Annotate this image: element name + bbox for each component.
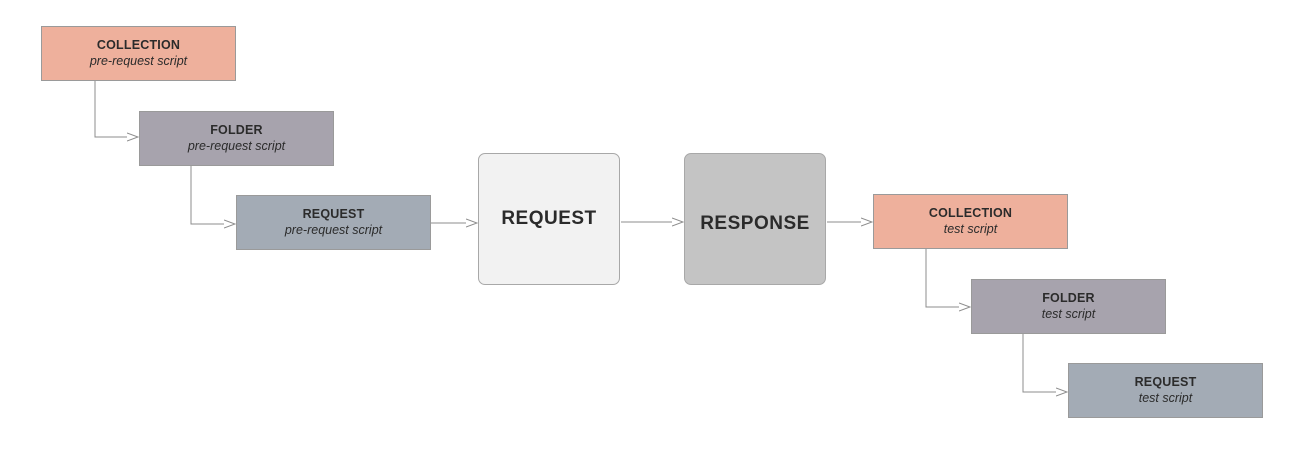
node-subtitle: pre-request script	[187, 139, 286, 153]
node-label: RESPONSE	[700, 213, 810, 234]
connector-folder-to-request-pre	[190, 166, 235, 224]
node-title: FOLDER	[210, 123, 263, 137]
folder-test-script-node: FOLDER test script	[971, 279, 1166, 334]
node-title: COLLECTION	[96, 38, 181, 52]
node-subtitle: test script	[943, 222, 998, 236]
node-title: FOLDER	[1042, 291, 1095, 305]
connector-folder-to-request-test	[1022, 334, 1067, 392]
collection-pre-request-script-node: COLLECTION pre-request script	[41, 26, 236, 81]
connector-collection-to-folder-test	[925, 249, 970, 307]
node-subtitle: pre-request script	[284, 223, 383, 237]
node-title: REQUEST	[302, 207, 365, 221]
node-subtitle: pre-request script	[89, 54, 188, 68]
collection-test-script-node: COLLECTION test script	[873, 194, 1068, 249]
response-node: RESPONSE	[684, 153, 826, 285]
connector-collection-to-folder-pre	[94, 81, 138, 137]
request-test-script-node: REQUEST test script	[1068, 363, 1263, 418]
node-subtitle: test script	[1138, 391, 1193, 405]
folder-pre-request-script-node: FOLDER pre-request script	[139, 111, 334, 166]
node-subtitle: test script	[1041, 307, 1096, 321]
node-title: REQUEST	[1134, 375, 1197, 389]
request-pre-request-script-node: REQUEST pre-request script	[236, 195, 431, 250]
node-label: REQUEST	[501, 208, 597, 229]
request-node: REQUEST	[478, 153, 620, 285]
node-title: COLLECTION	[928, 206, 1013, 220]
